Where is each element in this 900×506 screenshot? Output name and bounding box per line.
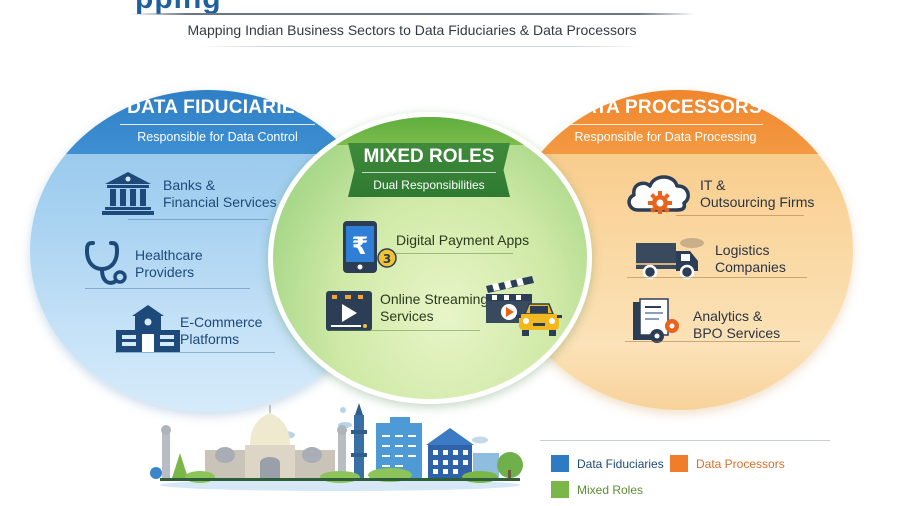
sector-underline [625,341,800,342]
data-fiduciaries-title-rule [120,124,315,125]
legend-label: Data Fiduciaries [577,456,664,471]
subtitle-divider [200,46,640,47]
legend-item-mixed-roles: Mixed Roles [551,481,643,498]
data-processors-title: DATA PROCESSORS [568,97,763,118]
bank-icon [102,172,154,215]
sector-underline [395,253,513,254]
taj-mahal-icon [161,405,347,478]
legend-label: Mixed Roles [577,482,644,497]
cloud-gear-icon [627,175,690,214]
sector-label-line1: Logistics [715,242,770,258]
ground-shadow [160,479,520,491]
clapperboard-icon [486,276,534,323]
sector-label-line2: BPO Services [693,325,781,341]
taxi-icon [516,303,562,336]
sector-label-line2: Financial Services [163,194,277,210]
mixed-roles-ribbon [348,143,510,197]
data-fiduciaries-title: DATA FIDUCIARIES [127,97,308,118]
indian-city-skyline-illustration [150,403,523,491]
office-building-icon [426,428,499,478]
legend-item-data-fiduciaries: Data Fiduciaries [551,455,664,472]
sector-label-line1: IT & [700,177,726,193]
legend-item-data-processors: Data Processors [670,455,785,472]
sector-underline [115,352,275,353]
title-divider [130,13,695,15]
sector-label-line1: Digital Payment Apps [396,232,530,248]
svg-text:₹: ₹ [352,232,369,260]
sector-underline [330,330,480,331]
stethoscope-icon [84,241,127,285]
sector-label-line2: Platforms [180,331,240,347]
storefront-icon [116,305,180,352]
legend-swatch [551,481,569,498]
legend-divider [540,440,830,441]
sector-label-line2: Outsourcing Firms [700,194,815,210]
page-title-cropped: pping [135,0,222,16]
payment-badge-count: 3 [383,252,391,266]
sector-underline [85,288,250,289]
sector-label-line2: Providers [135,264,195,280]
sector-label-line2: Services [380,308,434,324]
legend-label: Data Processors [696,456,785,471]
document-gears-icon [633,298,679,343]
data-fiduciaries-subtitle: Responsible for Data Control [137,130,298,144]
sector-underline [128,219,268,220]
sector-label-line1: Analytics & [693,308,763,324]
rupee-phone-icon: ₹ 3 [343,221,397,273]
legend-swatch [670,455,688,472]
mixed-roles-subtitle: Dual Responsibilities [373,178,485,192]
truck-icon [636,238,704,280]
sector-underline [627,277,807,278]
ground-line [160,478,520,481]
sector-label-line1: E-Commerce [180,314,263,330]
data-processors-title-rule [563,124,763,125]
sector-label-line1: Healthcare [135,247,203,263]
mixed-roles-header-band [273,117,587,145]
mixed-roles-title: MIXED ROLES [363,146,495,167]
minaret-icon [351,403,367,478]
sector-label-line1: Banks & [163,177,216,193]
sector-label-line2: Companies [715,259,786,275]
page-subtitle: Mapping Indian Business Sectors to Data … [187,22,637,38]
legend-swatch [551,455,569,472]
video-player-icon [326,291,372,331]
sector-label-line1: Online Streaming [380,291,489,307]
mixed-roles-title-rule [362,172,496,173]
sector-underline [676,215,804,216]
data-processors-subtitle: Responsible for Data Processing [574,130,757,144]
